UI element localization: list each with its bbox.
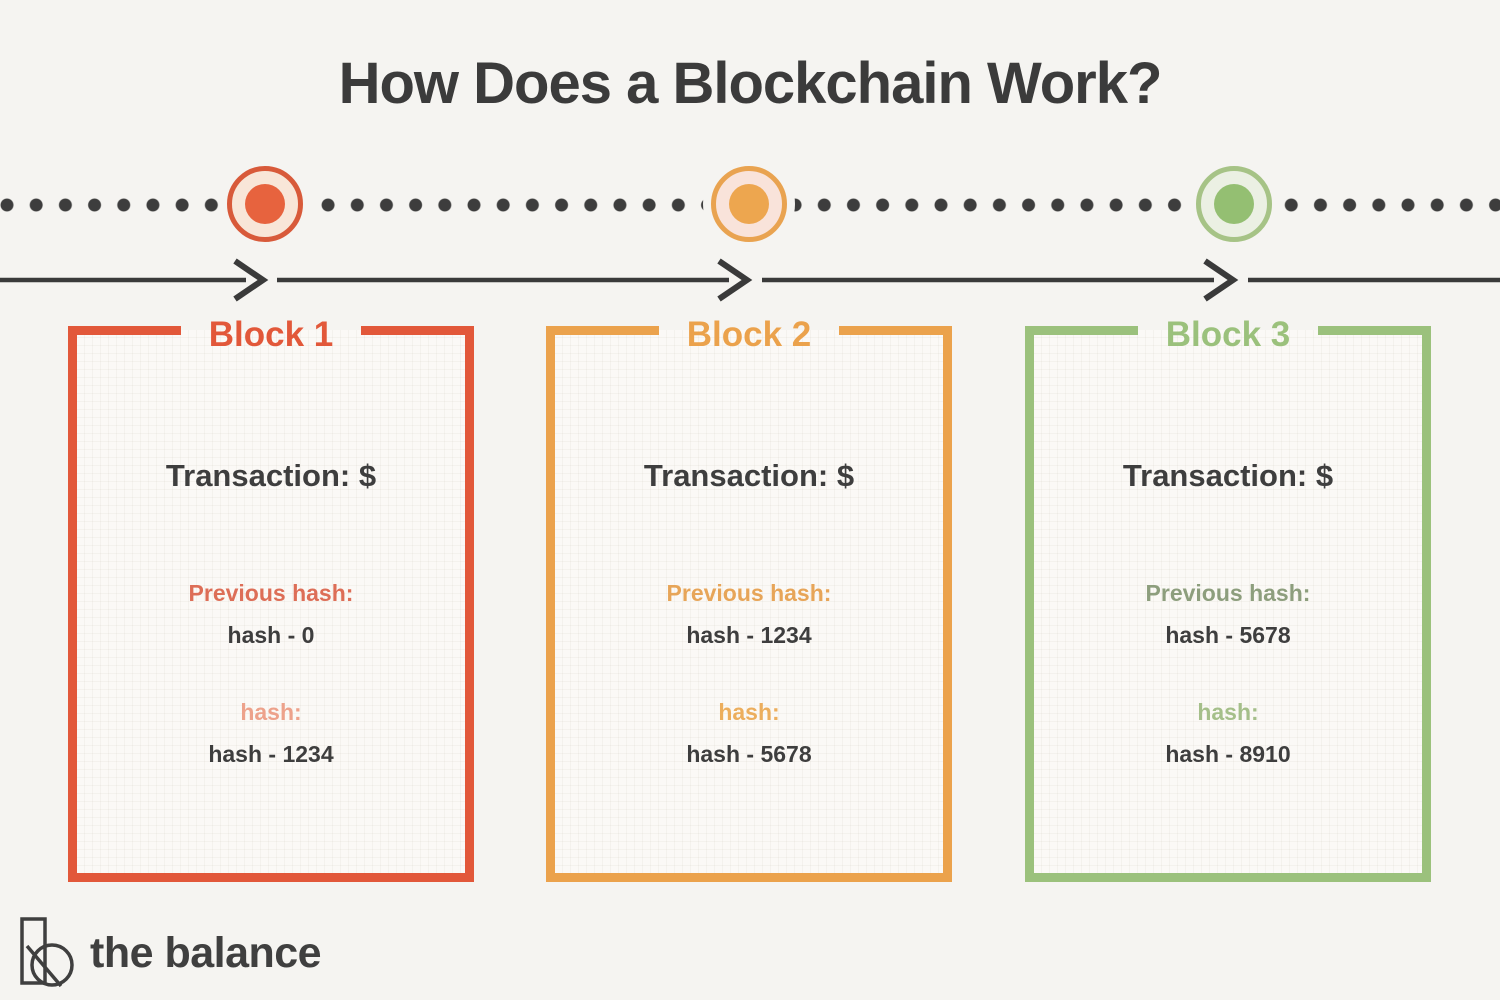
block-card-3: Block 3 Transaction: $ Previous hash: ha… xyxy=(1025,315,1431,882)
header-bar-left xyxy=(546,325,659,335)
hash-value: hash - 5678 xyxy=(686,741,812,767)
hash-label: hash: xyxy=(240,699,302,725)
hash-label: hash: xyxy=(718,699,780,725)
previous-hash-value: hash - 0 xyxy=(227,622,315,648)
header-bar-left xyxy=(1025,325,1138,335)
header-bar-left xyxy=(68,325,181,335)
block-1-body: Transaction: $ Previous hash: hash - 0 h… xyxy=(77,339,465,873)
transaction-label: Transaction: $ xyxy=(643,458,855,493)
hash-value: hash - 8910 xyxy=(1165,741,1291,767)
previous-hash-label: Previous hash: xyxy=(1145,580,1311,606)
previous-hash-value: hash - 1234 xyxy=(686,622,812,648)
block-1-header: Block 1 xyxy=(68,313,474,354)
previous-hash-label: Previous hash: xyxy=(666,580,832,606)
block-2-body: Transaction: $ Previous hash: hash - 123… xyxy=(555,339,943,873)
timeline-arrows xyxy=(0,258,1500,302)
arrowhead-icon xyxy=(717,258,753,302)
timeline-node-1-icon xyxy=(227,166,303,242)
transaction-label: Transaction: $ xyxy=(165,458,377,493)
header-bar-right xyxy=(361,325,474,335)
block-card-1: Block 1 Transaction: $ Previous hash: ha… xyxy=(68,315,474,882)
arrowhead-icon xyxy=(1203,258,1239,302)
hash-value: hash - 1234 xyxy=(208,741,334,767)
page-title: How Does a Blockchain Work? xyxy=(338,51,1163,116)
hash-label: hash: xyxy=(1197,699,1259,725)
header-bar-right xyxy=(1318,325,1431,335)
header-bar-right xyxy=(839,325,952,335)
block-2-header: Block 2 xyxy=(546,313,952,354)
block-3-header: Block 3 xyxy=(1025,313,1431,354)
timeline-node-3-icon xyxy=(1196,166,1272,242)
timeline-node-2-icon xyxy=(711,166,787,242)
arrowhead-icon xyxy=(233,258,269,302)
previous-hash-label: Previous hash: xyxy=(188,580,354,606)
the-balance-logo-icon xyxy=(20,917,74,988)
transaction-label: Transaction: $ xyxy=(1122,458,1334,493)
previous-hash-value: hash - 5678 xyxy=(1165,622,1291,648)
block-3-title: Block 3 xyxy=(1165,315,1291,354)
block-card-2: Block 2 Transaction: $ Previous hash: ha… xyxy=(546,315,952,882)
block-1-title: Block 1 xyxy=(208,315,334,354)
block-2-title: Block 2 xyxy=(686,315,812,354)
block-3-body: Transaction: $ Previous hash: hash - 567… xyxy=(1034,339,1422,873)
brand-footer: the balance xyxy=(18,916,322,990)
brand-wordmark: the balance xyxy=(90,928,322,977)
